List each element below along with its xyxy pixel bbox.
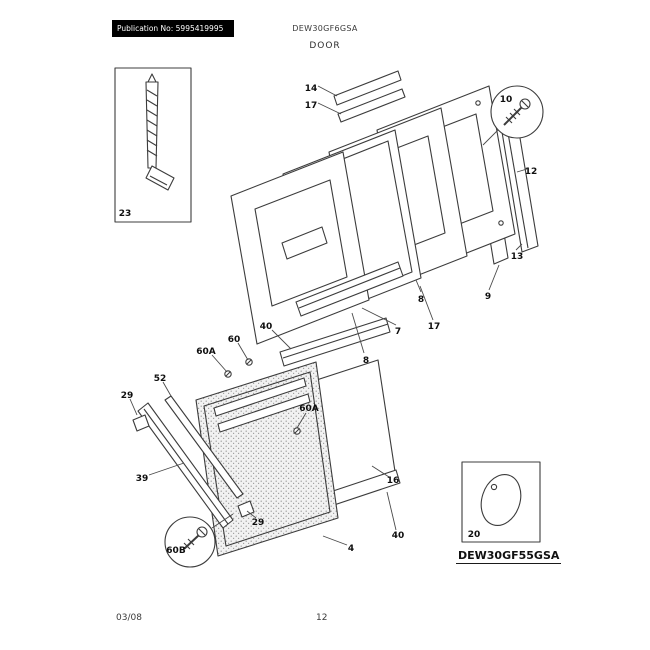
bottom-door-assembly <box>132 317 401 557</box>
callout-29-bottom: 29 <box>252 518 265 528</box>
model-number-header: DEW30GF6GSA <box>292 24 358 33</box>
callout-9: 9 <box>485 292 491 302</box>
door-bottom-trim <box>295 261 404 317</box>
callout-20: 20 <box>468 530 481 540</box>
callout-13: 13 <box>511 252 524 262</box>
publication-number: Publication No: 5995419995 <box>112 20 234 37</box>
callout-39: 39 <box>136 474 149 484</box>
callout-10: 10 <box>500 95 513 105</box>
inset-box-pad <box>461 461 541 543</box>
callout-12: 12 <box>525 167 538 177</box>
callout-16: 16 <box>387 476 400 486</box>
glass-spacer-top <box>333 70 402 106</box>
door-handle <box>137 402 234 529</box>
callout-29-top: 29 <box>121 391 134 401</box>
callout-14: 14 <box>305 84 318 94</box>
screw-icon <box>183 526 208 550</box>
top-door-assembly <box>230 70 539 345</box>
model-number-label: DEW30GF55GSA <box>456 549 562 564</box>
callout-60: 60 <box>228 335 241 345</box>
screw-icon <box>245 358 253 366</box>
screw-icon <box>293 427 301 435</box>
inset-box-hinge <box>114 67 192 223</box>
callout-8-upper: 8 <box>418 295 424 305</box>
hinge-part <box>145 73 175 191</box>
page-title: DOOR <box>309 41 341 51</box>
callout-40-top: 40 <box>260 322 273 332</box>
callout-17-top: 17 <box>305 101 318 111</box>
callout-7: 7 <box>395 327 401 337</box>
screw-icon <box>224 370 232 378</box>
door-top-trim <box>279 317 391 367</box>
door-front-panel <box>195 361 339 557</box>
callout-60b: 60B <box>166 546 186 556</box>
handle-bracket-top <box>132 414 150 432</box>
callout-40-bottom: 40 <box>392 531 405 541</box>
glass-spacer-second <box>337 88 406 123</box>
leader-lines <box>129 85 528 546</box>
callout-4: 4 <box>348 544 354 554</box>
door-outer-panel <box>230 151 370 345</box>
pad-part <box>480 474 522 526</box>
screw-detail-circle-60b <box>164 516 216 568</box>
callout-60a-left: 60A <box>196 347 216 357</box>
callout-8-lower: 8 <box>363 356 369 366</box>
screw-icon <box>503 98 531 126</box>
callout-52: 52 <box>154 374 167 384</box>
callout-23: 23 <box>119 209 132 219</box>
screw-detail-circle <box>490 85 544 139</box>
footer-page-number: 12 <box>316 613 328 623</box>
callout-17-bottom: 17 <box>428 322 441 332</box>
handle-trim <box>164 395 244 499</box>
callout-60a-right: 60A <box>299 404 319 414</box>
footer-date: 03/08 <box>116 613 142 623</box>
